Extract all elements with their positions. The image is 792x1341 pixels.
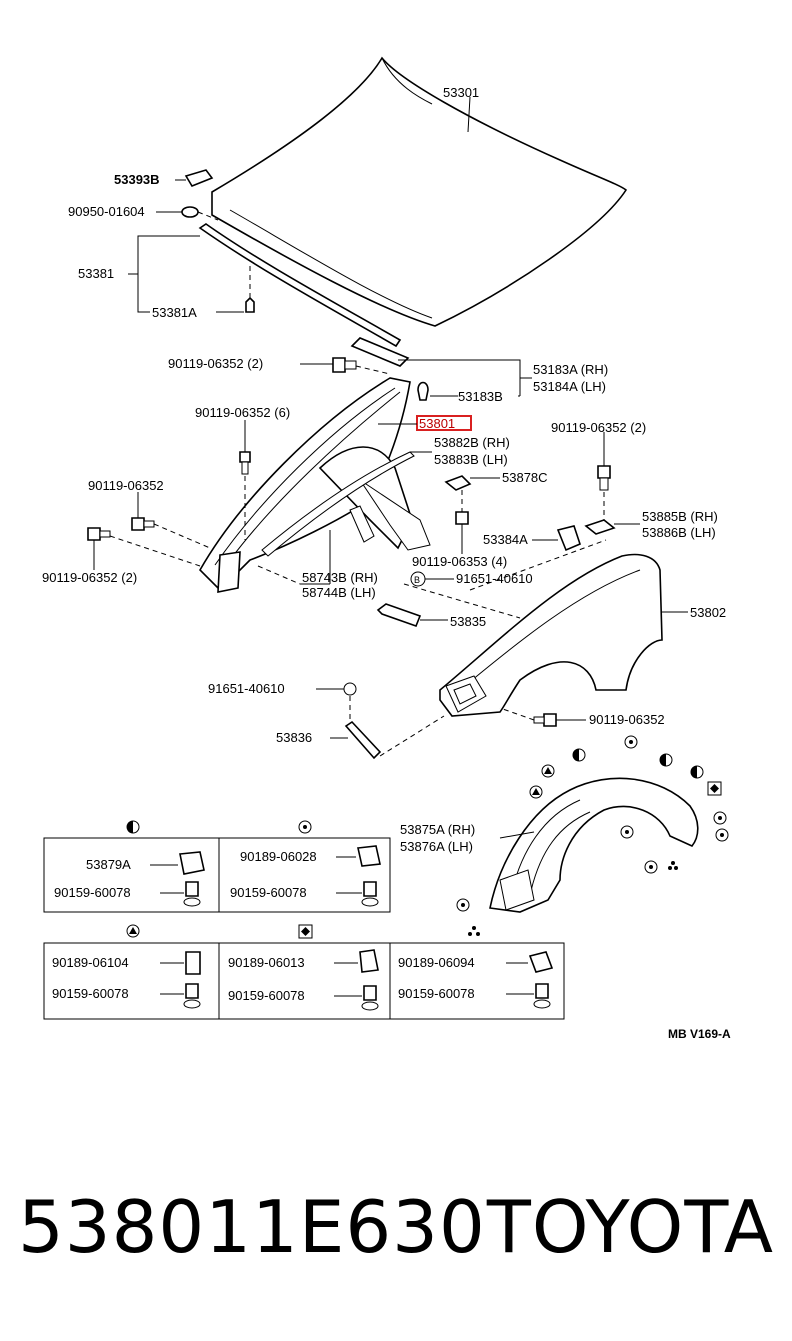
brand-name: TOYOTA xyxy=(486,1185,774,1269)
parts-diagram: 53301 53393B 90950-01604 53381 53381A 53… xyxy=(42,56,731,1041)
t2-c2-b: 90159-60078 xyxy=(228,988,305,1003)
t2-c3-b: 90159-60078 xyxy=(398,986,475,1001)
stopper-part xyxy=(184,169,214,187)
part-number: 538011E630 xyxy=(18,1185,486,1269)
b-marker: B xyxy=(414,575,420,585)
label-bolt-right2: 90119-06352 (2) xyxy=(551,420,646,435)
label-brace: 53835 xyxy=(450,614,486,629)
label-seal-rh: 53882B (RH) xyxy=(434,435,510,450)
label-nut-b: 91651-40610 xyxy=(456,571,533,586)
label-bolt-lower: 90119-06352 xyxy=(589,712,665,727)
label-apron: 53801 xyxy=(419,416,455,431)
t1-left-a: 53879A xyxy=(86,857,131,872)
label-clip-c: 53878C xyxy=(502,470,548,485)
hood-drawing xyxy=(211,56,628,327)
label-nut-lower: 91651-40610 xyxy=(208,681,285,696)
t1-right-b: 90159-60078 xyxy=(230,885,307,900)
liner-fastener-symbols xyxy=(456,735,729,912)
footer: 538011E630 TOYOTA xyxy=(0,1185,792,1295)
liner-drawing xyxy=(489,777,699,913)
label-seal-lh: 53883B (LH) xyxy=(434,452,508,467)
cushion-part xyxy=(181,206,199,218)
t2-c1-a: 90189-06104 xyxy=(52,955,129,970)
label-seal-r-lh: 58744B (LH) xyxy=(302,585,376,600)
t2-c3-a: 90189-06094 xyxy=(398,955,475,970)
label-protector-rh: 53885B (RH) xyxy=(642,509,718,524)
apron-drawing xyxy=(199,377,431,593)
label-hood: 53301 xyxy=(443,85,479,100)
t1-right-a: 90189-06028 xyxy=(240,849,317,864)
label-bolt-6: 90119-06352 (6) xyxy=(195,405,290,420)
t2-c1-b: 90159-60078 xyxy=(52,986,129,1001)
label-bracket-lh: 53184A (LH) xyxy=(533,379,606,394)
diagram-code: MB V169-A xyxy=(668,1027,731,1041)
hood-seal-part xyxy=(198,223,402,348)
label-seal-clip: 53381A xyxy=(152,305,197,320)
label-brace-lower: 53836 xyxy=(276,730,312,745)
t2-c2-a: 90189-06013 xyxy=(228,955,305,970)
label-seal-r-rh: 58743B (RH) xyxy=(302,570,378,585)
fastener-table-1 xyxy=(43,820,391,913)
label-support-a: 53384A xyxy=(483,532,528,547)
apron-highlight xyxy=(416,415,472,431)
label-bracket-b: 53183B xyxy=(458,389,503,404)
label-hood-seal: 53381 xyxy=(78,266,114,281)
label-cushion: 90950-01604 xyxy=(68,204,145,219)
label-bolt-4: 90119-06353 (4) xyxy=(412,554,507,569)
label-bolt-left: 90119-06352 xyxy=(88,478,164,493)
label-bracket-rh: 53183A (RH) xyxy=(533,362,608,377)
t1-left-b: 90159-60078 xyxy=(54,885,131,900)
label-protector-lh: 53886B (LH) xyxy=(642,525,716,540)
fastener-table-2 xyxy=(43,924,565,1020)
label-fender: 53802 xyxy=(690,605,726,620)
label-liner-rh: 53875A (RH) xyxy=(400,822,475,837)
label-bolt-left2: 90119-06352 (2) xyxy=(42,570,137,585)
fender-drawing xyxy=(439,553,663,717)
label-stopper: 53393B xyxy=(114,172,160,187)
label-liner-lh: 53876A (LH) xyxy=(400,839,473,854)
label-bolt-top: 90119-06352 (2) xyxy=(168,356,263,371)
